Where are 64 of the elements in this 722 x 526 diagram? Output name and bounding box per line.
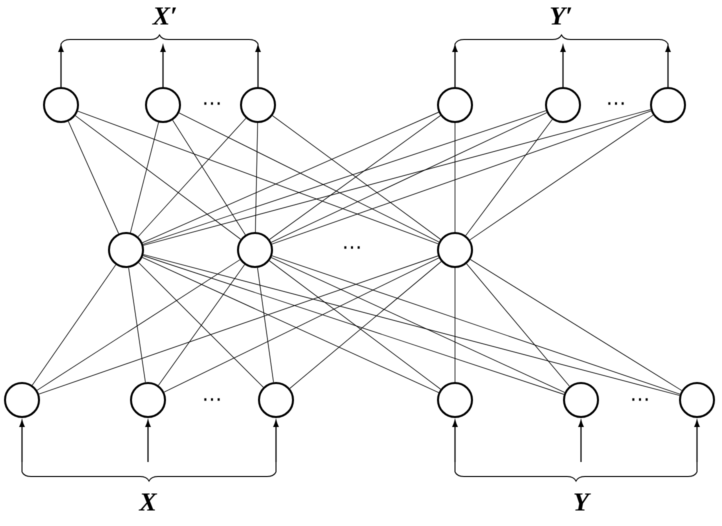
connection-line xyxy=(466,263,570,387)
ellipsis: ⋯ xyxy=(608,102,624,105)
neuron-circle xyxy=(679,382,715,418)
connection-line xyxy=(454,268,456,382)
connection-line xyxy=(143,254,680,396)
connection-line xyxy=(38,256,438,394)
connection-line xyxy=(465,119,553,236)
neuron-circle xyxy=(437,87,473,123)
connection-line xyxy=(128,267,146,383)
neuron-circle xyxy=(4,382,40,418)
output-arrow xyxy=(560,45,566,87)
output-arrow xyxy=(160,45,166,87)
neuron-circle xyxy=(437,232,473,268)
connection-line xyxy=(272,110,652,244)
connection-line xyxy=(143,109,651,246)
ellipsis: ⋯ xyxy=(204,102,220,105)
neuron-circle xyxy=(437,382,473,418)
connection-line xyxy=(270,112,548,243)
neuron-circle xyxy=(130,382,166,418)
neuron-circle xyxy=(145,87,181,123)
connection-line xyxy=(138,262,264,388)
neuron-circle xyxy=(237,232,273,268)
neuron-circle xyxy=(240,87,276,123)
output-arrow xyxy=(255,45,261,87)
vector-label: Y′ xyxy=(550,7,572,24)
vector-label: X′ xyxy=(152,7,176,24)
connection-line xyxy=(470,259,682,391)
connection-line xyxy=(36,259,240,391)
input-arrow xyxy=(19,420,25,462)
connection-line xyxy=(142,110,546,245)
vector-label: Y xyxy=(574,493,591,510)
vector-label: X xyxy=(138,493,158,510)
neuron-circle xyxy=(108,232,144,268)
ellipsis: ⋯ xyxy=(204,398,220,401)
neuron-circle xyxy=(258,382,294,418)
connection-line xyxy=(32,264,116,386)
ellipsis: ⋯ xyxy=(344,246,360,249)
connection-line xyxy=(138,118,246,238)
connection-line xyxy=(271,257,565,393)
connection-line xyxy=(68,121,119,234)
ellipsis: ⋯ xyxy=(632,398,648,401)
connection-line xyxy=(142,255,564,395)
neuron-circle xyxy=(563,382,599,418)
input-arrow xyxy=(452,420,458,462)
neuron-circle xyxy=(43,87,79,123)
connection-line xyxy=(257,267,274,383)
connection-line xyxy=(78,110,438,244)
connection-line xyxy=(130,122,159,233)
connection-line xyxy=(454,122,456,232)
connection-line xyxy=(172,120,246,236)
neuron-circle xyxy=(545,87,581,123)
output-arrow xyxy=(452,45,458,87)
input-arrow xyxy=(694,420,700,462)
connection-line xyxy=(272,255,680,395)
input-arrow xyxy=(273,420,279,462)
connection-line xyxy=(255,122,258,232)
connection-line xyxy=(158,264,245,386)
connection-line xyxy=(75,115,241,240)
input-arrow xyxy=(145,420,151,462)
neuron-circle xyxy=(650,87,686,123)
input-arrow xyxy=(578,420,584,462)
output-arrow xyxy=(58,45,64,87)
connection-line xyxy=(470,114,654,240)
output-arrow xyxy=(665,45,671,87)
